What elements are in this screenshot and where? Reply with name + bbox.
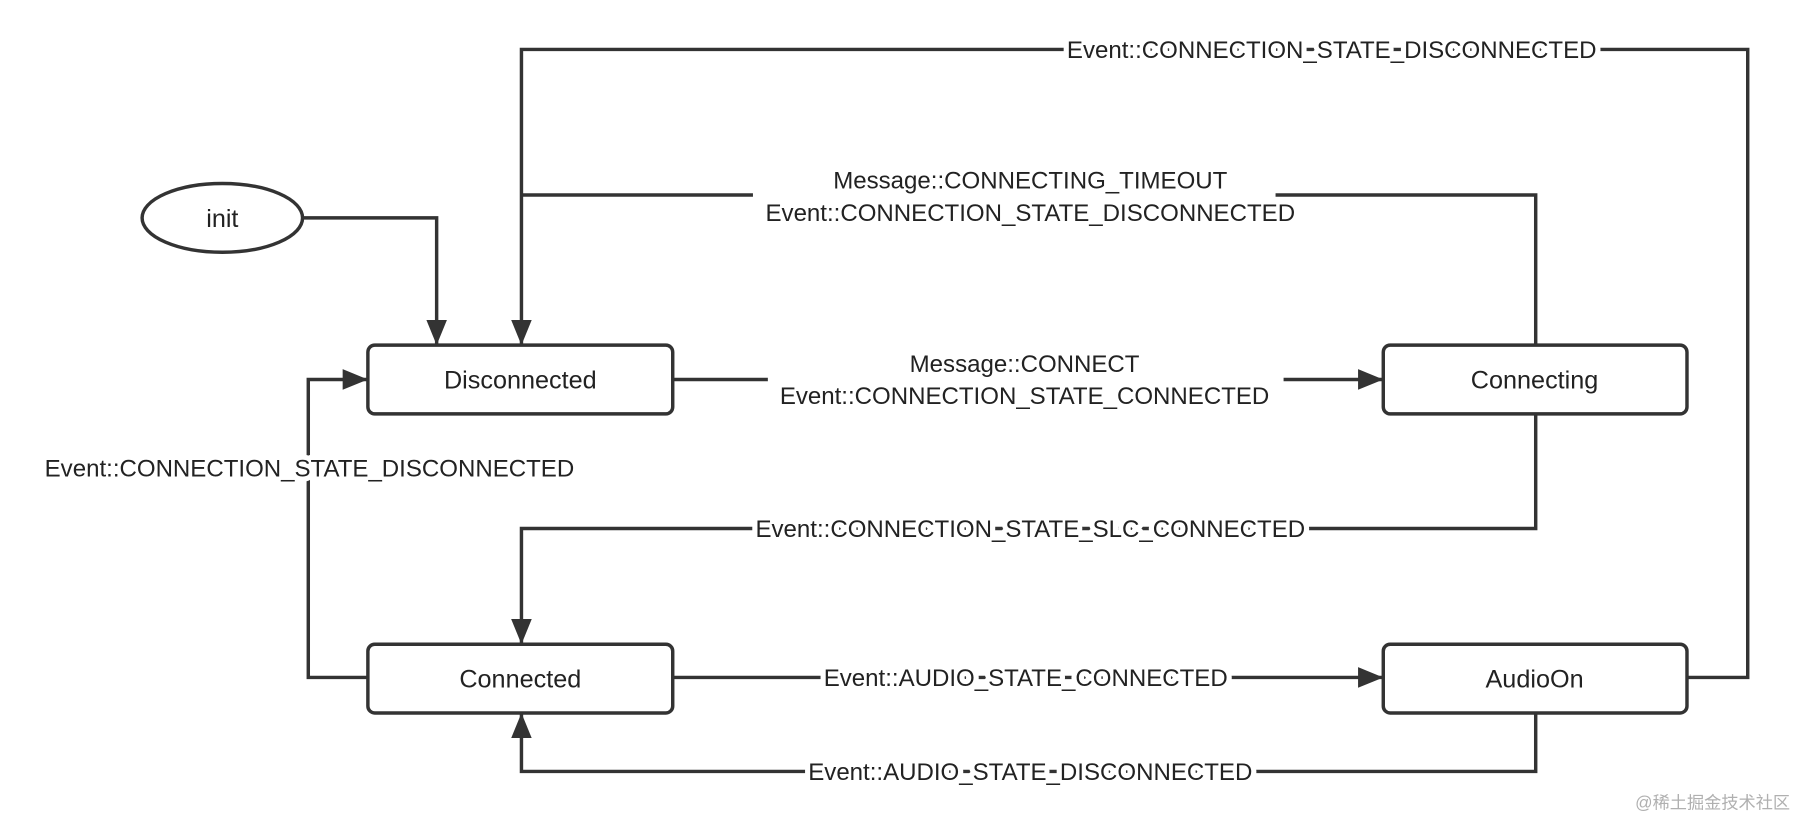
- label-connected-to-disconnected: Event::CONNECTION_STATE_DISCONNECTED: [45, 455, 575, 482]
- label-background: [752, 164, 1276, 231]
- state-audio-on-box: [1381, 642, 1689, 715]
- state-init-label: init: [206, 205, 238, 233]
- label-connect-line: Message::CONNECT: [910, 351, 1140, 378]
- label-audio-on-to-disconnected: Event::CONNECTION_STATE_DISCONNECTED: [1067, 37, 1597, 64]
- state-connecting: Connecting: [1381, 343, 1689, 416]
- state-init: init: [140, 181, 305, 254]
- edge-audio-on-to-connected: [511, 712, 1538, 774]
- edge-connecting-to-connected: [511, 413, 1538, 645]
- edge-connected-to-disconnected: [306, 369, 368, 680]
- label-connected-to-audio-on: Event::AUDIO_STATE_CONNECTED: [824, 665, 1228, 692]
- state-disconnected: Disconnected: [366, 343, 675, 416]
- label-connecting-to-connected: Event::CONNECTION_STATE_SLC_CONNECTED: [755, 516, 1305, 543]
- state-connecting-box: [1381, 343, 1689, 416]
- state-audio-on-label: AudioOn: [1486, 666, 1584, 694]
- state-connected-box: [366, 642, 675, 715]
- state-connecting-label: Connecting: [1471, 367, 1599, 395]
- watermark: @稀土掘金技术社区: [1635, 792, 1790, 812]
- init-ellipse: [140, 181, 305, 254]
- label-connecting-to-disconnected: Message::CONNECTING_TIMEOUT Event::CONNE…: [752, 163, 1300, 232]
- state-connected: Connected: [366, 642, 675, 715]
- label-background: [767, 347, 1284, 414]
- state-audio-on: AudioOn: [1381, 642, 1689, 715]
- label-disconnected-to-connecting: Message::CONNECT Event::CONNECTION_STATE…: [767, 346, 1284, 415]
- state-disconnected-label: Disconnected: [444, 367, 597, 395]
- label-connection-connected-line: Event::CONNECTION_STATE_CONNECTED: [780, 383, 1269, 410]
- state-connected-label: Connected: [459, 666, 581, 694]
- state-disconnected-box: [366, 343, 675, 416]
- label-connection-disconnected-line: Event::CONNECTION_STATE_DISCONNECTED: [766, 200, 1296, 227]
- edge-audio-on-to-disconnected: [511, 47, 1750, 680]
- label-audio-on-to-connected: Event::AUDIO_STATE_DISCONNECTED: [808, 759, 1252, 786]
- edge-init-to-disconnected: [302, 216, 447, 346]
- label-connecting-timeout-line: Message::CONNECTING_TIMEOUT: [833, 168, 1227, 195]
